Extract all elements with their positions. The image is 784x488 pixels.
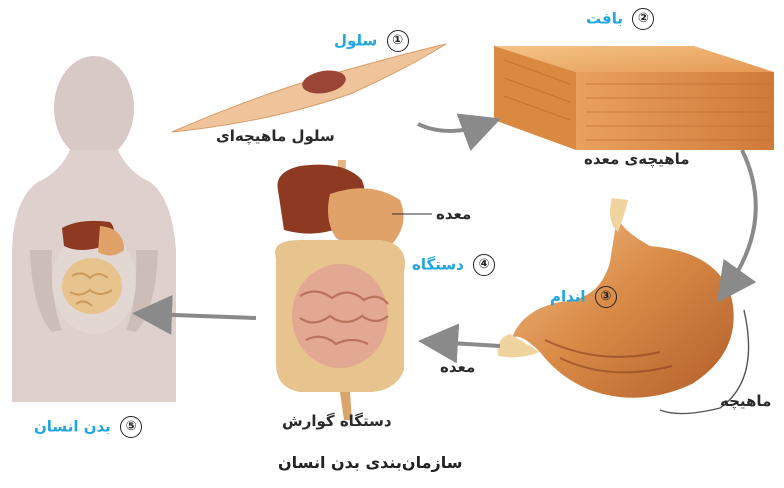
tissue-caption: ماهیچه‌ی معده bbox=[584, 150, 690, 168]
arrow-organ-to-system bbox=[434, 342, 500, 346]
system-caption: دستگاه گوارش bbox=[282, 412, 392, 430]
level-tissue-label: ② بافت bbox=[586, 8, 654, 30]
level-number: ④ bbox=[473, 254, 495, 276]
organ-caption: معده bbox=[440, 358, 475, 376]
arrow-tissue-to-organ bbox=[726, 150, 756, 290]
organ-side-label: ماهیچه bbox=[720, 392, 771, 410]
digestive-system-image bbox=[275, 160, 432, 420]
level-name: بافت bbox=[586, 10, 623, 28]
level-system-label: ④ دستگاه bbox=[412, 254, 495, 276]
arrow-cell-to-tissue bbox=[418, 124, 486, 131]
system-pointer-label: معده bbox=[436, 205, 471, 223]
stomach-image bbox=[498, 198, 749, 414]
level-name: بدن انسان bbox=[34, 418, 111, 436]
level-number: ⑤ bbox=[120, 416, 142, 438]
level-organ-label: ③ اندام bbox=[550, 286, 617, 308]
level-number: ① bbox=[387, 30, 409, 52]
level-name: دستگاه bbox=[412, 256, 464, 274]
muscle-cell-image bbox=[172, 44, 446, 132]
level-number: ③ bbox=[595, 286, 617, 308]
level-name: اندام bbox=[550, 288, 586, 306]
level-body-label: ⑤ بدن انسان bbox=[34, 416, 142, 438]
level-name: سلول bbox=[334, 32, 377, 50]
level-cell-label: ① سلول bbox=[334, 30, 409, 52]
cell-caption: سلول ماهیچه‌ای bbox=[216, 127, 335, 145]
muscle-tissue-image bbox=[494, 46, 774, 150]
diagram-title: سازمان‌بندی بدن انسان bbox=[278, 454, 462, 472]
level-number: ② bbox=[632, 8, 654, 30]
human-body-image bbox=[12, 56, 176, 402]
